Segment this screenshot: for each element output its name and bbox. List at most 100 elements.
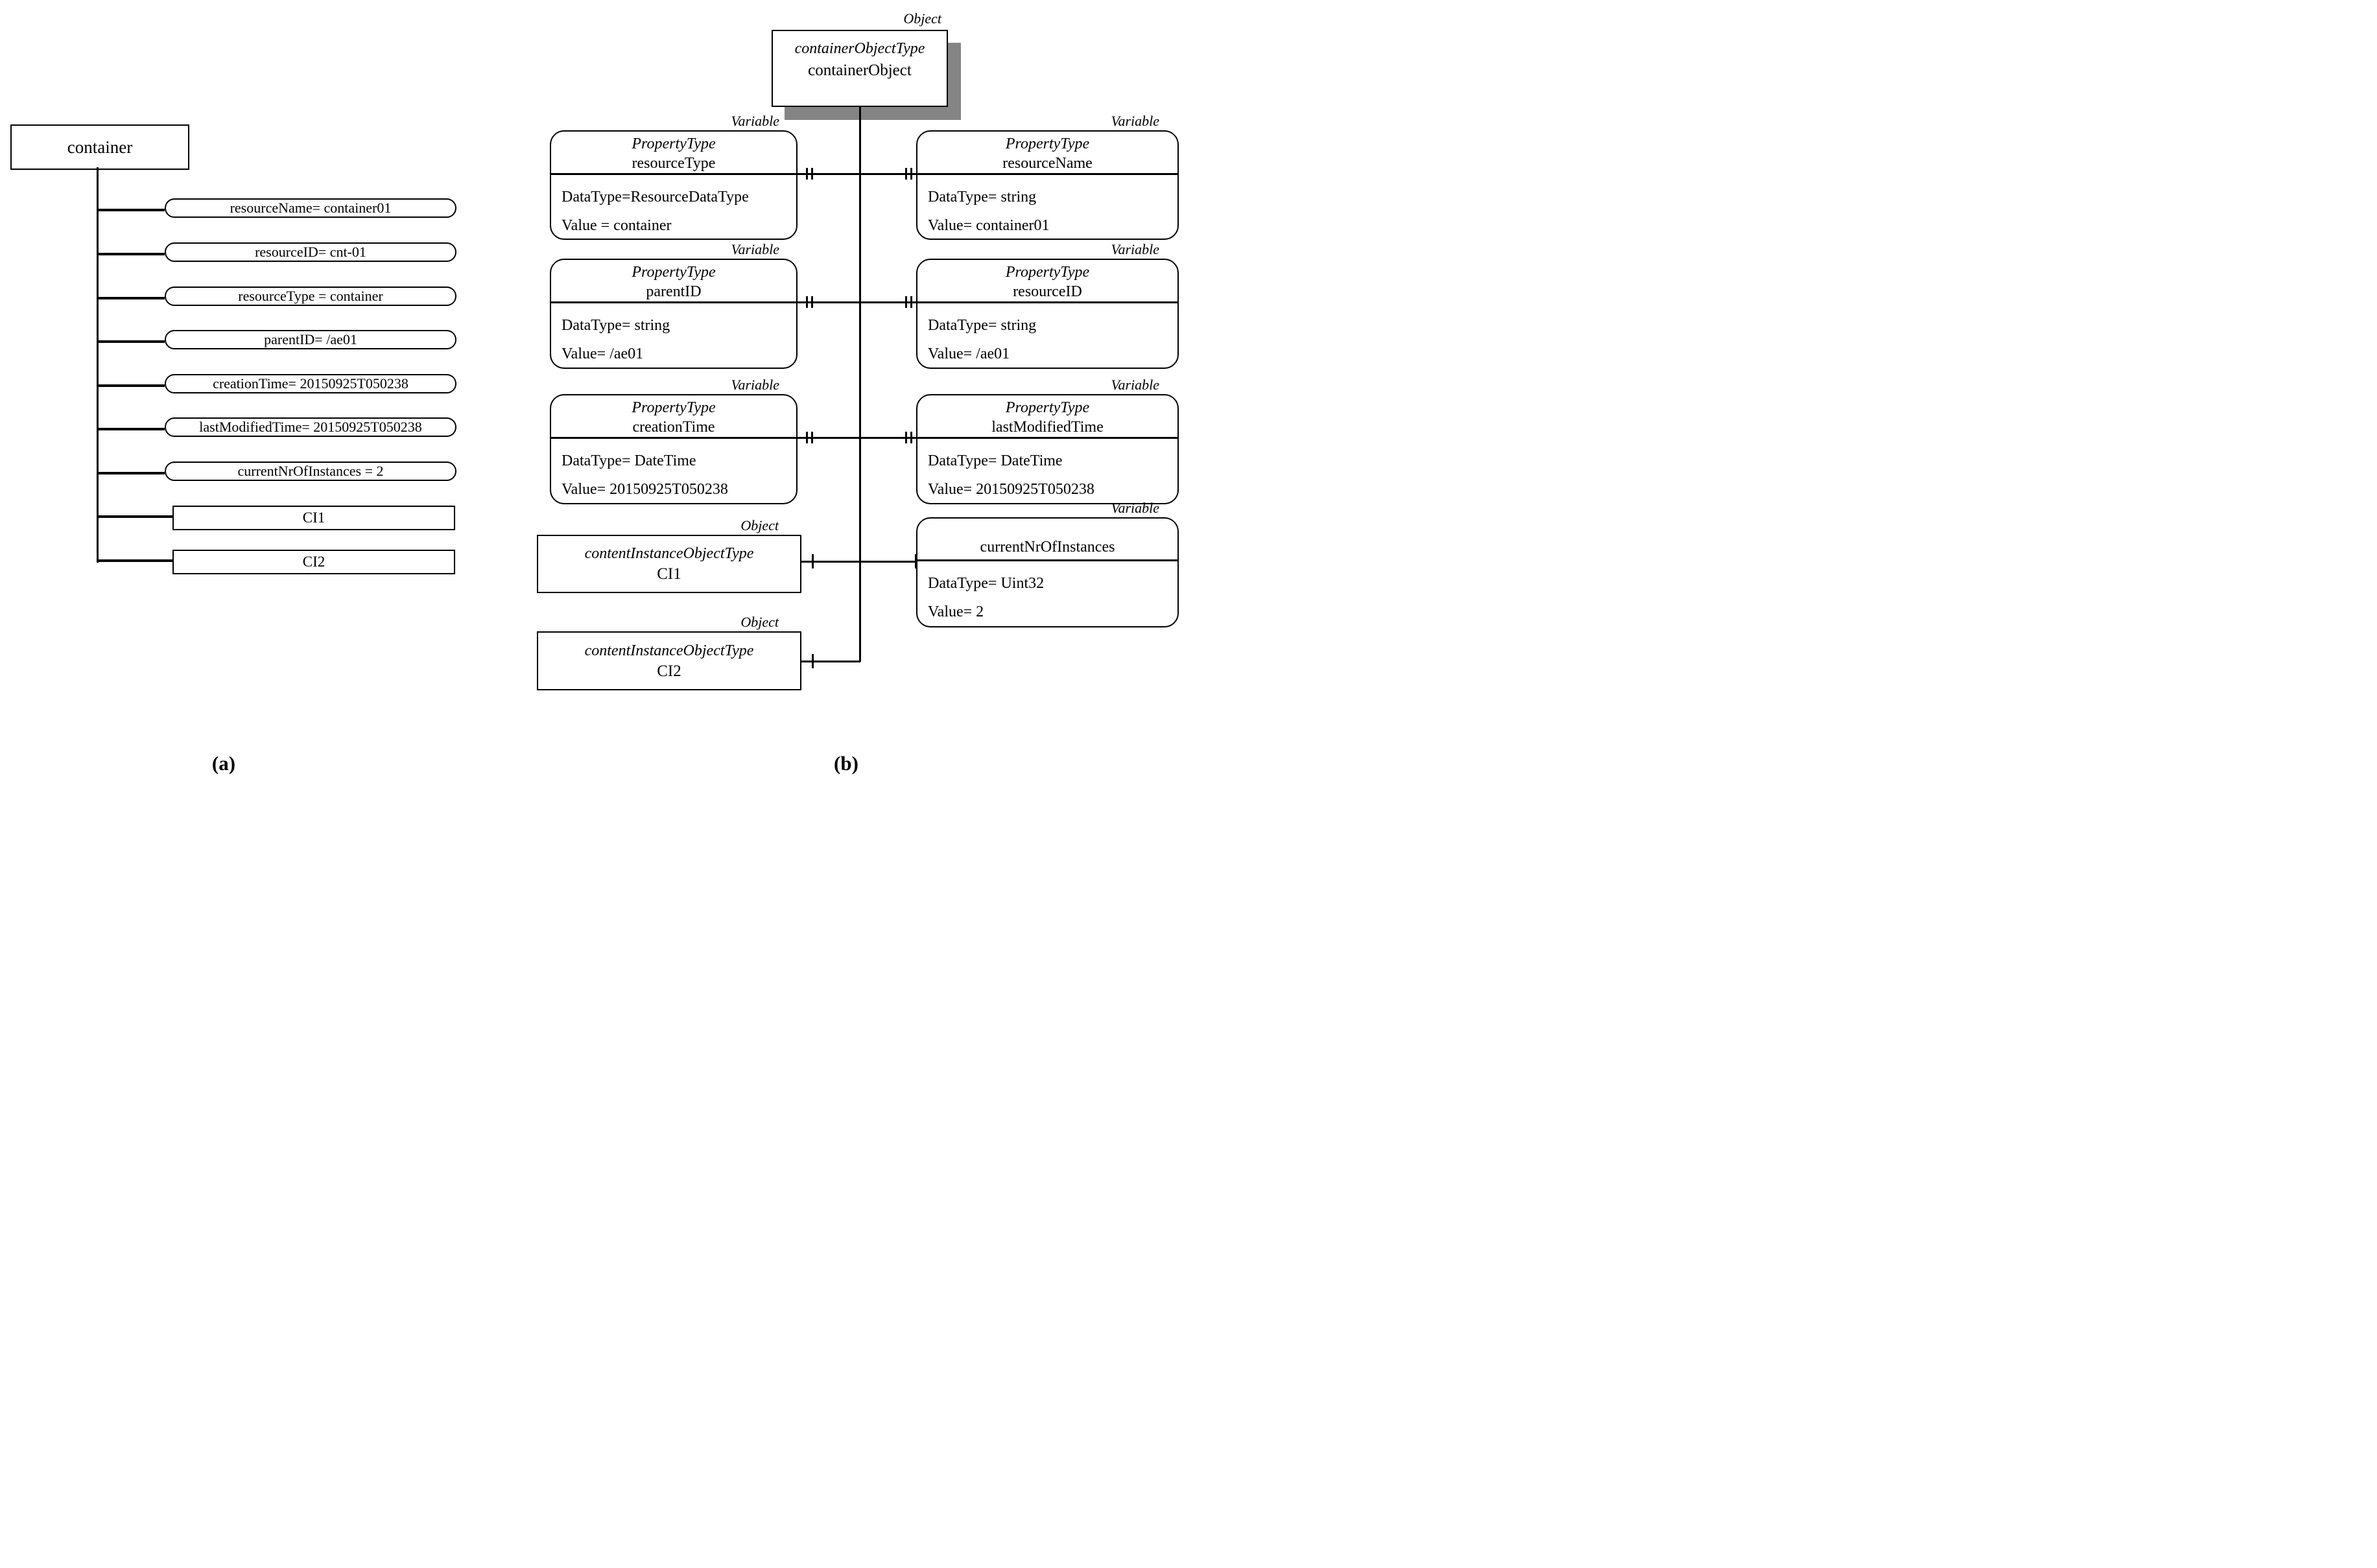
- variable-box-resourceID: PropertyType resourceID DataType= string…: [916, 259, 1179, 369]
- datatype-line: DataType=ResourceDataType: [562, 189, 749, 205]
- variable-name: parentID: [646, 283, 702, 300]
- double-tick-mark: [905, 168, 912, 180]
- value-line: Value= /ae01: [928, 345, 1010, 362]
- variable-box-resourceType: PropertyType resourceType DataType=Resou…: [550, 130, 798, 240]
- connector-line: [798, 301, 916, 303]
- datatype-line: DataType= string: [928, 189, 1037, 205]
- tree-attribute-label: currentNrOfInstances = 2: [237, 463, 384, 479]
- single-tick-mark: [812, 654, 814, 668]
- tree-attribute-label: resourceID= cnt-01: [255, 244, 366, 260]
- tree-attribute-label: lastModifiedTime= 20150925T050238: [199, 419, 422, 435]
- datatype-line: DataType= DateTime: [562, 452, 696, 469]
- value-line: Value= 2: [928, 603, 984, 620]
- variable-name: resourceName: [1002, 155, 1093, 172]
- tree-root-label: container: [67, 137, 133, 157]
- stereotype-tag-variable: Variable: [1111, 377, 1159, 393]
- property-type-label: PropertyType: [1005, 399, 1090, 416]
- stereotype-tag-object: Object: [740, 614, 779, 630]
- tree-branch-line: [97, 384, 165, 387]
- variable-name: creationTime: [632, 419, 715, 436]
- connector-line: [801, 661, 860, 662]
- tree-branch-line: [97, 559, 172, 562]
- content-instance-type: contentInstanceObjectType: [584, 545, 754, 562]
- property-type-label: PropertyType: [632, 264, 716, 281]
- stereotype-tag-variable: Variable: [731, 241, 779, 257]
- variable-box-creationTime: PropertyType creationTime DataType= Date…: [550, 394, 798, 504]
- value-line: Value = container: [562, 217, 672, 234]
- tree-attribute-pill: lastModifiedTime= 20150925T050238: [165, 417, 456, 437]
- object-trunk-line: [859, 107, 861, 662]
- stereotype-tag-object: Object: [903, 10, 941, 27]
- tree-branch-line: [97, 297, 165, 299]
- tree-trunk-line: [97, 167, 99, 563]
- double-tick-mark: [806, 432, 813, 443]
- stereotype-tag-variable: Variable: [1111, 241, 1159, 257]
- tree-branch-line: [97, 209, 165, 211]
- tree-attribute-label: resourceName= container01: [230, 200, 392, 216]
- connector-line: [801, 561, 916, 563]
- value-line: Value= 20150925T050238: [562, 481, 728, 498]
- content-instance-name: CI1: [657, 565, 681, 583]
- tree-attribute-pill: parentID= /ae01: [165, 330, 456, 349]
- tree-attribute-pill: resourceID= cnt-01: [165, 242, 456, 262]
- content-instance-box-CI2: contentInstanceObjectType CI2: [537, 631, 801, 690]
- tree-child-box: CI1: [172, 506, 455, 530]
- container-object-name: containerObject: [808, 62, 912, 79]
- variable-name: resourceType: [632, 155, 716, 172]
- tree-attribute-label: parentID= /ae01: [264, 331, 357, 347]
- stereotype-tag-variable: Variable: [731, 113, 779, 129]
- property-type-label: PropertyType: [632, 399, 716, 416]
- variable-box-parentID: PropertyType parentID DataType= string V…: [550, 259, 798, 369]
- subfigure-label-b: (b): [834, 752, 858, 775]
- datatype-line: DataType= Uint32: [928, 575, 1045, 592]
- single-tick-mark: [812, 554, 814, 568]
- property-type-label: PropertyType: [632, 135, 716, 152]
- figure-canvas: container resourceName= container01 reso…: [0, 0, 1188, 784]
- tree-attribute-pill: currentNrOfInstances = 2: [165, 462, 456, 481]
- tree-branch-line: [97, 472, 165, 474]
- tree-branch-line: [97, 253, 165, 255]
- connector-line: [798, 437, 916, 439]
- tree-child-label: CI1: [302, 509, 325, 526]
- tree-root-box: container: [10, 124, 189, 170]
- tree-branch-line: [97, 428, 165, 430]
- datatype-line: DataType= string: [928, 317, 1037, 334]
- connector-line: [798, 173, 916, 175]
- single-tick-mark: [915, 554, 917, 568]
- double-tick-mark: [905, 432, 912, 443]
- variable-name: currentNrOfInstances: [980, 539, 1115, 556]
- tree-attribute-pill: resourceType = container: [165, 287, 456, 306]
- variable-box-currentNrOfInstances: currentNrOfInstances DataType= Uint32 Va…: [916, 517, 1179, 627]
- tree-child-box: CI2: [172, 550, 455, 574]
- stereotype-tag-object: Object: [740, 517, 779, 533]
- value-line: Value= /ae01: [562, 345, 644, 362]
- tree-attribute-label: resourceType = container: [238, 288, 383, 304]
- property-type-label: PropertyType: [1005, 264, 1090, 281]
- tree-branch-line: [97, 340, 165, 343]
- stereotype-tag-variable: Variable: [1111, 500, 1159, 516]
- content-instance-name: CI2: [657, 662, 681, 680]
- value-line: Value= container01: [928, 217, 1050, 234]
- variable-box-lastModifiedTime: PropertyType lastModifiedTime DataType= …: [916, 394, 1179, 504]
- content-instance-box-CI1: contentInstanceObjectType CI1: [537, 535, 801, 593]
- datatype-line: DataType= DateTime: [928, 452, 1063, 469]
- double-tick-mark: [806, 296, 813, 308]
- variable-name: lastModifiedTime: [991, 419, 1104, 436]
- variable-box-resourceName: PropertyType resourceName DataType= stri…: [916, 130, 1179, 240]
- tree-attribute-pill: resourceName= container01: [165, 198, 456, 218]
- datatype-line: DataType= string: [562, 317, 670, 334]
- tree-branch-line: [97, 515, 172, 518]
- variable-name: resourceID: [1013, 283, 1082, 300]
- stereotype-tag-variable: Variable: [731, 377, 779, 393]
- property-type-label: PropertyType: [1005, 135, 1090, 152]
- tree-child-label: CI2: [302, 554, 325, 570]
- tree-attribute-pill: creationTime= 20150925T050238: [165, 374, 456, 393]
- container-object-type: containerObjectType: [794, 40, 925, 57]
- container-object-box: containerObjectType containerObject: [772, 30, 948, 107]
- stereotype-tag-variable: Variable: [1111, 113, 1159, 129]
- content-instance-type: contentInstanceObjectType: [584, 642, 754, 659]
- double-tick-mark: [905, 296, 912, 308]
- value-line: Value= 20150925T050238: [928, 481, 1094, 498]
- tree-attribute-label: creationTime= 20150925T050238: [213, 375, 408, 392]
- double-tick-mark: [806, 168, 813, 180]
